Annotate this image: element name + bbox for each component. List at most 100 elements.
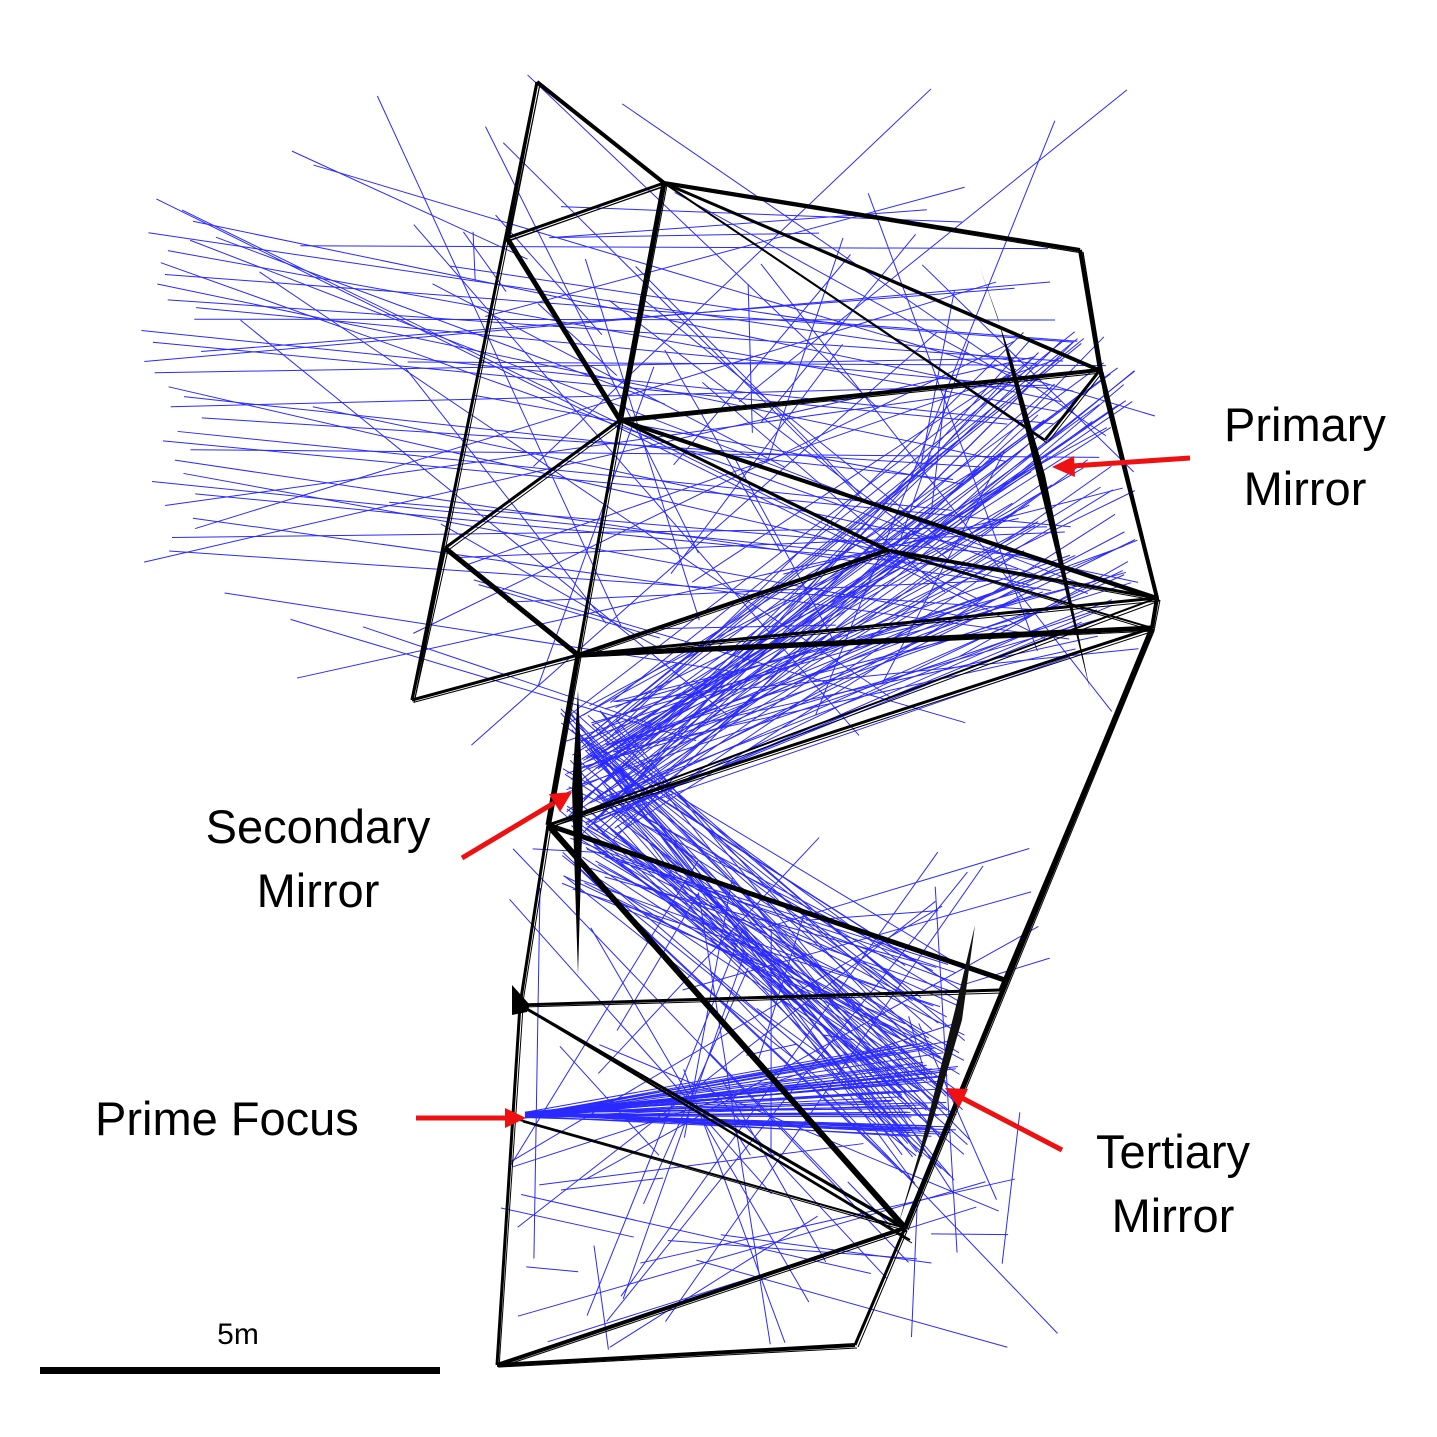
tertiary-mirror-label: Tertiary Mirror	[1068, 1120, 1278, 1248]
primary-mirror-label-line1: Primary	[1224, 398, 1386, 451]
truss-member-edge	[1153, 599, 1161, 632]
scattered-ray	[756, 913, 805, 1064]
truss-member	[998, 627, 1154, 991]
scattered-ray	[867, 193, 1038, 652]
scattered-ray	[405, 368, 607, 624]
truss-member-edge	[413, 83, 541, 704]
truss-member-edge	[522, 992, 1003, 1008]
primary-to-secondary-ray	[591, 571, 1126, 724]
scattered-ray	[485, 126, 699, 554]
scattered-ray	[720, 1234, 932, 1264]
scattered-ray	[622, 955, 745, 1299]
secondary-mirror-label-line1: Secondary	[205, 800, 431, 853]
truss-member-edge	[580, 600, 1160, 658]
primary-to-secondary-ray	[566, 405, 1077, 813]
tertiary-to-focus-ray	[524, 1100, 892, 1119]
truss-member	[619, 368, 1101, 422]
scattered-ray	[586, 929, 743, 1316]
tertiary-to-focus-ray	[524, 1045, 897, 1113]
scattered-ray	[722, 1080, 827, 1263]
scattered-ray	[760, 234, 916, 423]
truss-member-edge	[1082, 251, 1108, 399]
truss-member-edge	[446, 421, 624, 552]
primary-arrow-shaft	[1071, 455, 1191, 469]
scattered-ray	[500, 1207, 634, 1238]
primary-to-secondary-ray	[588, 403, 1004, 737]
secondary-mirror-label-line2: Mirror	[256, 863, 380, 917]
secondary-arrow-shaft	[460, 800, 556, 861]
truss-member-edge	[622, 372, 1103, 423]
scattered-ray	[440, 523, 660, 650]
scattered-ray	[472, 394, 964, 485]
support-truss	[410, 80, 1161, 1369]
incoming-ray	[190, 449, 1100, 458]
tertiary-to-focus-ray	[524, 1040, 952, 1117]
truss-member-edge	[550, 600, 1160, 828]
scattered-ray	[697, 892, 771, 1345]
secondary-to-tertiary-ray	[594, 773, 933, 1076]
truss-member	[576, 419, 622, 656]
primary-to-secondary-ray	[595, 362, 1104, 737]
truss-member	[547, 597, 1158, 826]
primary-to-secondary-ray	[613, 444, 1028, 750]
scattered-ray	[645, 838, 676, 879]
scattered-ray	[921, 264, 1134, 473]
secondary-to-tertiary-ray	[560, 712, 907, 1093]
primary-to-secondary-ray	[596, 521, 1039, 760]
scattered-ray	[508, 905, 943, 1164]
truss-member-edge	[1002, 630, 1155, 993]
incoming-ray	[165, 395, 952, 506]
tertiary-mirror-label-line2: Mirror	[1111, 1188, 1235, 1242]
scattered-ray	[738, 89, 1128, 403]
truss-member-edge	[622, 421, 891, 554]
incoming-ray	[183, 472, 964, 617]
tertiary-to-focus-ray	[524, 1066, 958, 1116]
incoming-ray	[201, 287, 1015, 353]
truss-member-edge	[550, 826, 1008, 984]
truss-member	[577, 596, 1158, 657]
tertiary-to-focus-ray	[524, 1115, 912, 1118]
scattered-ray	[259, 271, 891, 698]
scattered-ray	[822, 1034, 855, 1041]
truss-member-edge	[550, 630, 1155, 828]
scattered-ray	[908, 1016, 928, 1081]
incoming-ray	[148, 232, 1038, 365]
scattered-ray	[508, 859, 699, 1169]
primary-mirror-label: Primary Mirror	[1195, 393, 1415, 521]
scattered-ray	[847, 1181, 891, 1227]
truss-member-edge	[579, 421, 624, 659]
secondary-to-tertiary-ray	[615, 756, 922, 999]
mirror-surfaces	[512, 268, 1090, 1225]
scattered-ray	[682, 891, 1032, 991]
primary-to-secondary-ray	[592, 574, 1125, 809]
scattered-ray	[473, 579, 966, 724]
scattered-ray	[527, 74, 879, 409]
scattered-ray	[512, 848, 909, 1263]
scattered-ray	[643, 967, 749, 1205]
scattered-ray	[665, 865, 984, 1322]
truss-member-edge	[509, 239, 623, 424]
scattered-ray	[609, 1215, 818, 1348]
scattered-ray	[478, 584, 660, 639]
scattered-ray	[472, 231, 476, 281]
scattered-ray	[463, 231, 507, 292]
secondary-to-tertiary-ray	[564, 773, 906, 993]
scattered-ray	[509, 898, 772, 1195]
secondary-mirror	[572, 690, 583, 975]
scattered-ray	[376, 95, 623, 628]
scattered-ray	[224, 592, 738, 673]
primary-to-secondary-ray	[592, 554, 1071, 726]
scattered-ray	[471, 331, 938, 746]
tertiary-to-focus-ray	[524, 1102, 947, 1113]
scattered-ray	[560, 1177, 664, 1191]
scattered-ray	[533, 88, 932, 467]
truss-member-edge	[521, 826, 552, 1009]
primary-mirror-label-line2: Mirror	[1243, 461, 1367, 515]
scattered-ray	[449, 265, 846, 326]
incoming-ray	[171, 526, 1048, 539]
truss-member	[518, 824, 550, 1006]
truss-member	[410, 81, 539, 701]
scale-bar-label: 5m	[217, 1318, 259, 1351]
prime-focus-arrowhead	[505, 1108, 526, 1128]
